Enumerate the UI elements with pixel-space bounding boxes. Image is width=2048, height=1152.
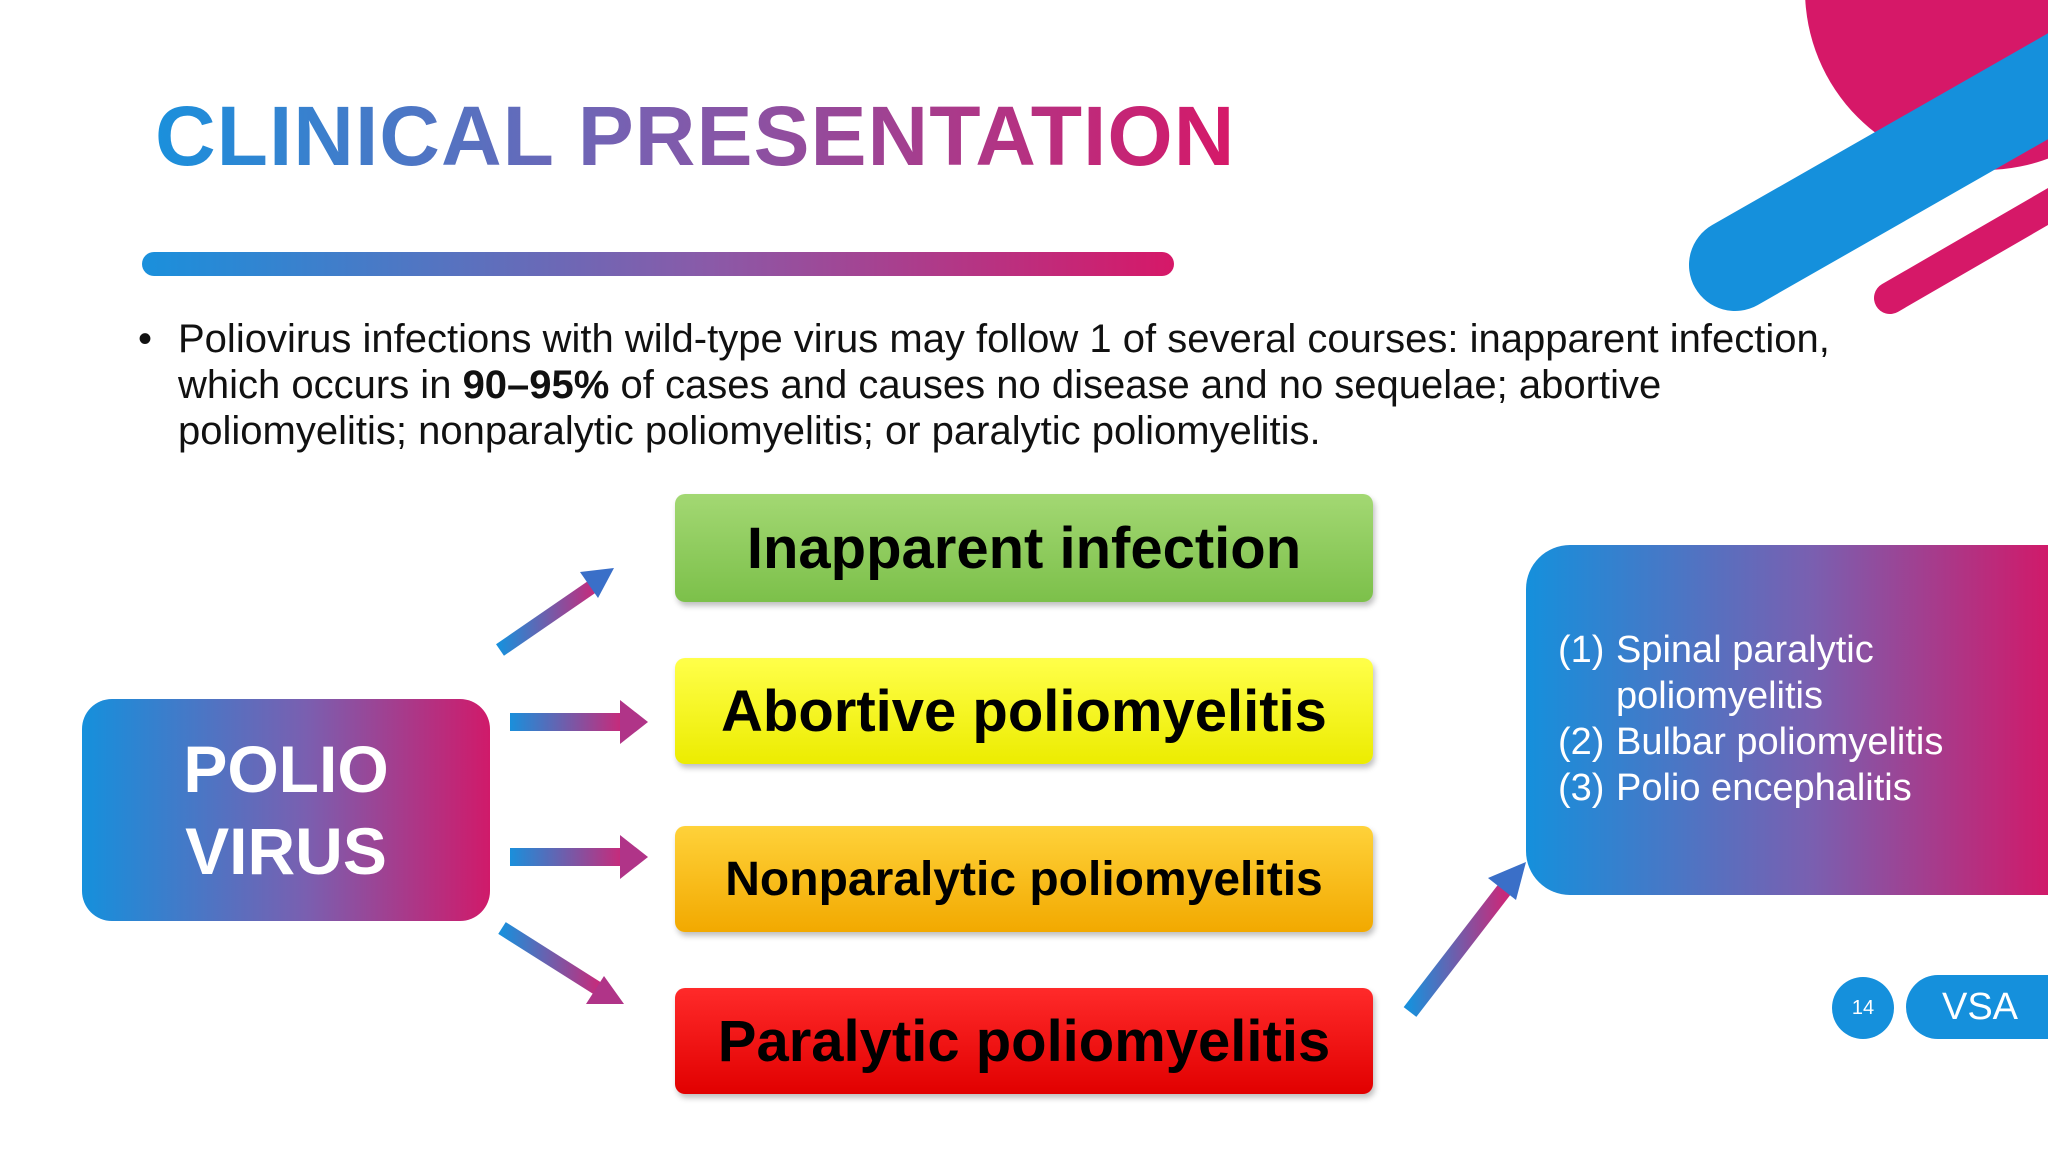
page-number-badge: 14 [1832,977,1894,1039]
list-item-number: (3) [1558,767,1605,809]
bullet-text-highlight: 90–95% [462,363,610,407]
list-item: (3) Polio encephalitis [1558,765,2048,811]
paralytic-types-list: (1) Spinal paralytic poliomyelitis (2) Bul… [1526,545,2048,811]
list-item-text: Bulbar poliomyelitis [1616,721,1944,763]
bullet-dot-icon: • [138,317,153,361]
polio-virus-box: POLIO VIRUS [82,699,490,921]
outcome-box-abortive: Abortive poliomyelitis [675,658,1373,764]
slide-title: CLINICAL PRESENTATION [155,89,1236,183]
arrow-to-inapparent [496,568,614,656]
outcome-box-nonparalytic: Nonparalytic poliomyelitis [675,826,1373,932]
paralytic-types-box: (1) Spinal paralytic poliomyelitis (2) Bul… [1526,545,2048,895]
arrow-to-paralytic [498,922,624,1004]
arrow-to-abortive [510,700,648,744]
corner-magenta-band [1874,188,2048,314]
list-item-number: (1) [1558,629,1605,671]
brand-tag: VSA [1906,975,2048,1039]
list-item: (2) Bulbar poliomyelitis [1558,719,2048,765]
outcome-box-paralytic: Paralytic poliomyelitis [675,988,1373,1094]
bullet-text-end: of cases and causes no disease and no se… [178,363,1662,453]
polio-virus-line1: POLIO [183,732,389,806]
polio-virus-line2: VIRUS [185,814,387,888]
list-item: (1) Spinal paralytic poliomyelitis [1558,627,2048,719]
bullet-paragraph: • Poliovirus infections with wild-type v… [138,316,1838,454]
arrow-to-paralytic-types [1403,862,1526,1017]
list-item-text: Spinal paralytic poliomyelitis [1616,629,1874,717]
title-underline-bar [142,252,1174,276]
outcome-box-inapparent: Inapparent infection [675,494,1373,602]
arrow-to-nonparalytic [510,835,648,879]
list-item-text: Polio encephalitis [1616,767,1912,809]
bullet-text-start: Poliovirus infections with wild-type vir… [178,317,1830,407]
list-item-number: (2) [1558,721,1605,763]
corner-blue-band [1689,33,2048,311]
bullet-text: Poliovirus infections with wild-type vir… [178,316,1838,454]
